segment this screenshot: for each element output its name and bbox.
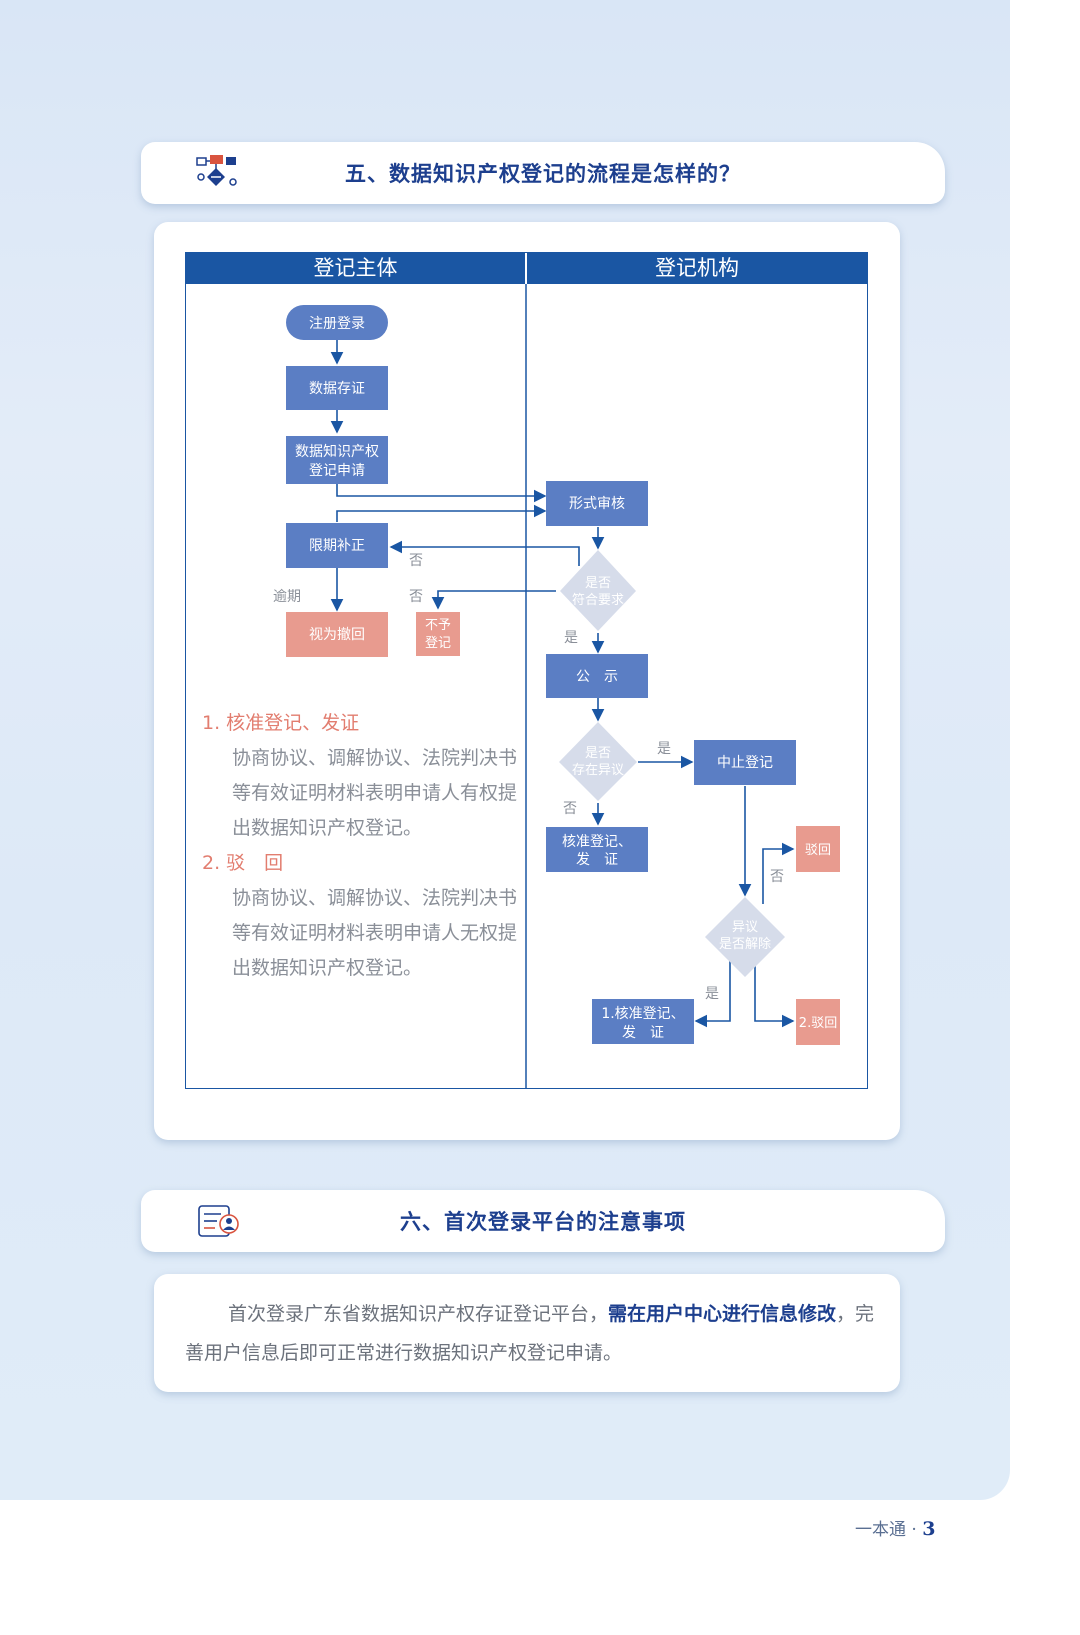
node-dismiss bbox=[796, 826, 840, 872]
text-data-deposit: 数据存证 bbox=[309, 381, 365, 397]
node-withdraw bbox=[286, 612, 388, 657]
description-item2-text: 协商协议、调解协议、法院判决书等有效证明材料表明申请人无权提出数据知识产权登记。 bbox=[232, 887, 518, 979]
column-header-applicant: 登记主体 bbox=[186, 253, 525, 284]
text-final-approve-1: 1.核准登记、 bbox=[601, 1006, 684, 1022]
node-register-login bbox=[286, 305, 388, 340]
node-objection-resolved bbox=[705, 897, 785, 977]
description-item1-text: 协商协议、调解协议、法院判决书等有效证明材料表明申请人有权提出数据知识产权登记。 bbox=[232, 747, 518, 839]
node-meets-requirements bbox=[560, 550, 636, 631]
flowchart-icon bbox=[196, 155, 237, 186]
text-resolved-2: 是否解除 bbox=[719, 937, 771, 952]
text-meets-2: 符合要求 bbox=[572, 592, 624, 608]
text-objection-2: 存在异议 bbox=[572, 763, 624, 778]
label-no-dismiss: 否 bbox=[770, 869, 784, 885]
description-item1-title: 1. 核准登记、发证 bbox=[202, 712, 360, 734]
section6-text-part2: ，完善用户信息后即可正常进行数据知识产权登记申请。 bbox=[185, 1303, 875, 1364]
label-yes-final: 是 bbox=[705, 986, 719, 1002]
description-item2-title: 2. 驳 回 bbox=[202, 852, 284, 874]
arrow-check-reject bbox=[431, 590, 556, 610]
text-correction: 限期补正 bbox=[309, 538, 365, 554]
text-final-approve-2: 发 证 bbox=[622, 1025, 664, 1041]
node-correction bbox=[286, 523, 388, 568]
text-withdraw: 视为撤回 bbox=[309, 627, 365, 643]
text-objection-1: 是否 bbox=[585, 746, 611, 761]
text-dismiss: 驳回 bbox=[805, 843, 831, 858]
label-no-correction: 否 bbox=[409, 553, 423, 569]
label-no-approve: 否 bbox=[563, 801, 577, 817]
label-yes-publicity: 是 bbox=[564, 630, 578, 646]
column-header-institution: 登记机构 bbox=[527, 253, 867, 284]
section5-panel bbox=[154, 222, 900, 1140]
node-formal-review bbox=[546, 481, 648, 526]
text-suspend: 中止登记 bbox=[717, 755, 773, 771]
text-reject-1: 不予 bbox=[425, 618, 451, 633]
node-suspend bbox=[694, 740, 796, 785]
text-register-login: 注册登录 bbox=[309, 316, 365, 332]
page-footer: 一本通 · 3 bbox=[855, 1515, 935, 1540]
page-number: 3 bbox=[922, 1518, 936, 1540]
node-final-dismiss bbox=[796, 999, 840, 1045]
section6-banner: 六、首次登录平台的注意事项 bbox=[141, 1190, 945, 1252]
node-data-deposit bbox=[286, 366, 388, 410]
arrow-resolved-final-dismiss bbox=[754, 957, 795, 1028]
node-apply bbox=[286, 436, 388, 484]
section5-banner: 五、数据知识产权登记的流程是怎样的？ bbox=[141, 142, 945, 204]
label-overdue: 逾期 bbox=[273, 589, 301, 605]
text-formal-review: 形式审核 bbox=[569, 496, 625, 512]
node-reject bbox=[416, 612, 460, 656]
arrow-correction-review bbox=[336, 504, 547, 522]
section6-text-bold: 需在用户中心进行信息修改 bbox=[608, 1303, 837, 1325]
text-resolved-1: 异议 bbox=[732, 920, 758, 935]
arrow-apply-review bbox=[336, 484, 547, 503]
arrow-resolved-final-approve bbox=[694, 957, 731, 1028]
arrow-resolved-dismiss bbox=[762, 842, 795, 904]
text-approve-1: 核准登记、 bbox=[562, 834, 632, 850]
arrow-check-correction bbox=[389, 540, 580, 566]
description-block: 1. 核准登记、发证 协商协议、调解协议、法院判决书等有效证明材料表明申请人有权… bbox=[202, 706, 522, 986]
section6-text-part1: 首次登录广东省数据知识产权存证登记平台， bbox=[228, 1303, 609, 1325]
text-apply-2: 登记申请 bbox=[309, 463, 365, 479]
section6-text: 首次登录广东省数据知识产权存证登记平台，需在用户中心进行信息修改，完善用户信息后… bbox=[185, 1295, 875, 1373]
text-reject-2: 登记 bbox=[425, 636, 451, 651]
label-no-reject: 否 bbox=[409, 589, 423, 605]
section5-title: 五、数据知识产权登记的流程是怎样的？ bbox=[345, 161, 741, 186]
text-apply-1: 数据知识产权 bbox=[295, 443, 379, 460]
node-objection-exists bbox=[559, 722, 637, 801]
section6-panel bbox=[154, 1274, 900, 1392]
text-approve-2: 发 证 bbox=[576, 852, 618, 868]
user-profile-icon bbox=[198, 1205, 239, 1237]
node-publicity bbox=[546, 654, 648, 698]
text-meets-1: 是否 bbox=[585, 576, 611, 591]
node-final-approve bbox=[592, 999, 694, 1044]
label-yes-suspend: 是 bbox=[657, 741, 671, 757]
text-publicity: 公 示 bbox=[576, 669, 618, 685]
text-final-dismiss: 2.驳回 bbox=[799, 1016, 837, 1031]
section6-title: 六、首次登录平台的注意事项 bbox=[400, 1209, 686, 1234]
footer-label: 一本通 · bbox=[855, 1520, 917, 1540]
node-approve bbox=[546, 827, 648, 872]
